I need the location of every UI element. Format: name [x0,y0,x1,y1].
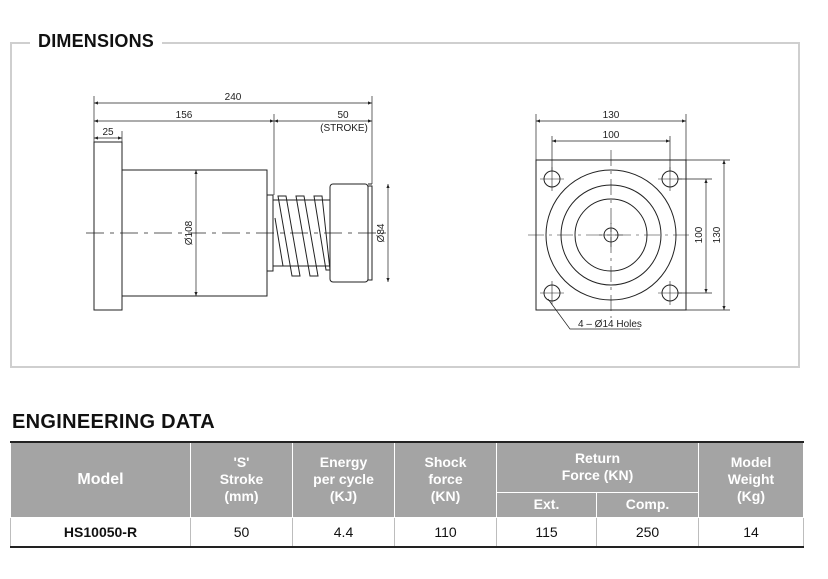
header-shock: Shock force (KN) [394,441,497,518]
cell-stroke: 50 [190,516,293,547]
dim-130-width-text: 130 [603,110,620,121]
header-comp: Comp. [596,491,699,518]
side-view [86,96,392,311]
dim-25-text: 25 [102,127,114,138]
dimension-drawing: 240 156 50 (STROKE) 25 Ø108 Ø84 [86,92,730,330]
header-energy: Energy per cycle (KJ) [292,441,395,518]
header-stroke: 'S' Stroke (mm) [190,441,293,518]
dim-100-height-text: 100 [694,226,705,243]
dim-156-text: 156 [176,110,193,121]
cell-energy: 4.4 [292,516,395,547]
header-model: Model [10,441,191,518]
cell-model: HS10050-R [10,516,191,547]
cell-ext: 115 [496,516,597,547]
dim-240-text: 240 [225,92,242,103]
header-weight: Model Weight (Kg) [698,441,804,518]
dimensions-frame [10,42,800,368]
header-ext: Ext. [496,491,597,518]
header-return: Return Force (KN) [496,441,699,493]
spring [274,195,331,277]
dim-84-text: Ø84 [376,223,387,242]
front-view [528,114,730,330]
flange [93,141,123,311]
dim-50-text: 50 [337,110,349,121]
stroke-label: (STROKE) [320,123,368,134]
dim-130-height-text: 130 [712,226,723,243]
cell-shock: 110 [394,516,497,547]
table-row: HS10050-R 50 4.4 110 115 250 14 [10,516,804,547]
dim-108-text: Ø108 [184,220,195,245]
cell-weight: 14 [698,516,804,547]
cell-comp: 250 [596,516,699,547]
engineering-table: Model 'S' Stroke (mm) Energy per cycle (… [10,441,804,548]
dim-100-width-text: 100 [603,130,620,141]
dimensions-title: DIMENSIONS [30,31,163,52]
holes-note: 4 – Ø14 Holes [578,319,642,330]
engineering-title: ENGINEERING DATA [12,411,215,433]
holes-leader [547,298,640,330]
